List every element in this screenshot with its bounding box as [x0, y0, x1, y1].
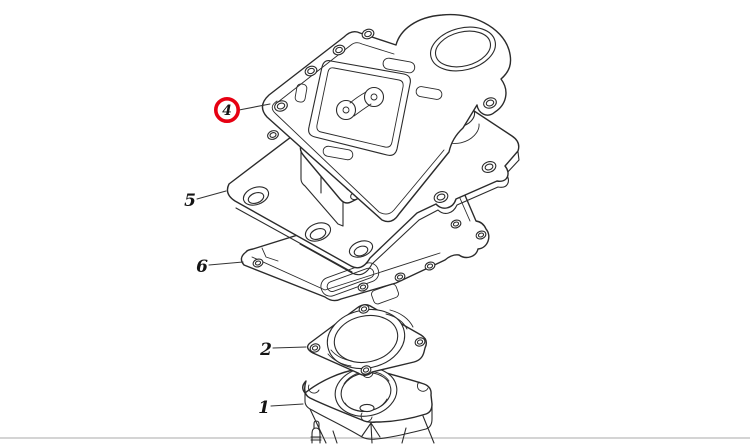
- leader-line-4: [238, 103, 271, 111]
- callouts: 4 5 6 2 1: [184, 97, 307, 418]
- callout-1[interactable]: 1: [258, 398, 304, 418]
- callout-5[interactable]: 5: [184, 190, 227, 211]
- leader-line-6: [208, 261, 244, 266]
- callout-label-6: 6: [196, 257, 208, 277]
- leader-line-2: [272, 346, 307, 349]
- callout-2[interactable]: 2: [259, 340, 307, 360]
- callout-label-4: 4: [222, 103, 232, 119]
- callout-label-1: 1: [258, 398, 270, 418]
- highlight-circle: [214, 97, 241, 124]
- leader-line-5: [196, 190, 227, 200]
- callout-4[interactable]: 4: [214, 97, 271, 124]
- stud-drawing: [310, 420, 322, 444]
- leader-line-1: [270, 403, 304, 407]
- callout-label-5: 5: [184, 191, 196, 211]
- callout-label-2: 2: [259, 340, 272, 360]
- part-2-gasket-drawing: [306, 304, 428, 376]
- callout-6[interactable]: 6: [196, 257, 244, 277]
- part-4-gasket-drawing: [261, 13, 512, 223]
